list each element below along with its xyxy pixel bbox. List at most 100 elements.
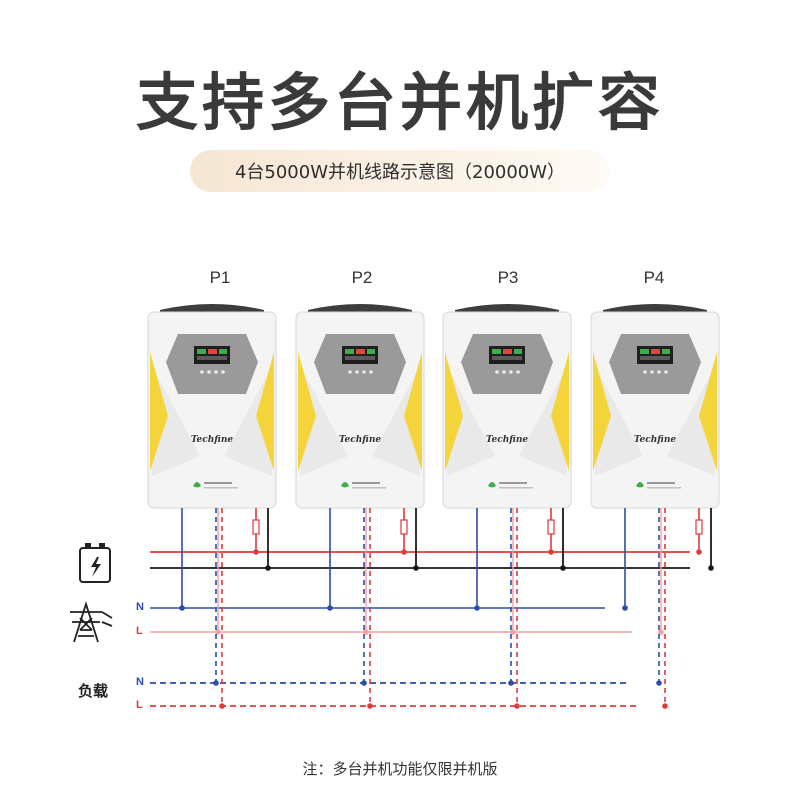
panel-button [355,370,359,374]
unit-label-p3: P3 [497,268,519,287]
bolt [91,557,101,577]
junction-dot [708,565,714,571]
junction-dot [622,605,628,611]
junction-dot [656,680,662,686]
label-strip [204,487,238,489]
grid-n-label: N [136,601,144,613]
inverter-facet [300,366,348,476]
yellow-accent-left [593,352,611,471]
load-label: 负载 [78,682,109,700]
inverter-p1: Techfine [147,304,277,509]
junction-dot [367,703,373,709]
inverter-p2: Techfine [295,304,425,509]
junction-dot [548,549,554,555]
panel-button [207,370,211,374]
lcd-segment [197,356,227,360]
junction-dot [253,549,259,555]
lcd-segment [345,349,354,354]
lcd-segment [640,356,670,360]
leaf-icon [193,482,201,488]
inverter-facet [152,366,200,476]
yellow-accent-right [699,352,717,471]
subtitle-pill: 4台5000W并机线路示意图（20000W） [190,150,610,192]
lcd-screen [342,346,378,364]
yellow-accent-left [298,352,316,471]
label-strip [204,482,232,484]
lcd-segment [662,349,670,354]
label-strip [499,487,533,489]
junction-dot [696,549,702,555]
lcd-segment [345,356,375,360]
junction-dot [401,549,407,555]
label-strip [352,487,386,489]
tower-bracing [79,617,93,631]
junction-dot [213,680,219,686]
junction-dot [219,703,225,709]
unit-label-p1: P1 [209,268,231,287]
junction-dot [510,629,516,635]
junction-dot [508,680,514,686]
junction-dot [265,565,271,571]
panel-button [214,370,218,374]
battery-body [79,547,111,583]
fuse [547,519,555,535]
junction-dot [361,680,367,686]
brand-logo: Techfine [339,435,382,445]
inverter-facet [595,366,643,476]
yellow-accent-right [404,352,422,471]
leaf-icon [488,482,496,488]
lcd-segment [651,349,660,354]
tower-wires [101,611,113,627]
lcd-segment [492,349,501,354]
junction-dot [179,605,185,611]
battery-icon [79,543,111,583]
load-n-label: N [136,676,144,688]
leaf-icon [341,482,349,488]
brand-logo: Techfine [191,435,234,445]
lcd-segment [197,349,206,354]
junction-dot [215,629,221,635]
junction-dot [474,605,480,611]
yellow-accent-right [551,352,569,471]
lcd-segment [492,356,522,360]
battery-terminal [99,543,105,548]
lcd-segment [367,349,375,354]
inverter-facet [447,366,495,476]
junction-dot [662,703,668,709]
tower-crossbars [70,611,102,637]
leaf-icon [636,482,644,488]
lcd-segment [356,349,365,354]
panel-button [509,370,513,374]
load-l-label: L [136,699,143,711]
junction-dot [560,565,566,571]
panel-button [221,370,225,374]
yellow-accent-right [256,352,274,471]
panel-button [502,370,506,374]
lcd-screen [194,346,230,364]
page-title: 支持多台并机扩容 [135,66,664,139]
lcd-segment [503,349,512,354]
label-strip [647,482,675,484]
lcd-screen [637,346,673,364]
inverter-p3: Techfine [442,304,572,509]
panel-button [362,370,366,374]
junction-dot [658,629,664,635]
inverter-p4: Techfine [590,304,720,509]
panel-button [369,370,373,374]
unit-label-p4: P4 [643,268,665,287]
label-strip [352,482,380,484]
yellow-accent-left [150,352,168,471]
brand-logo: Techfine [486,435,529,445]
junction-dot [413,565,419,571]
fuse [252,519,260,535]
brand-logo: Techfine [634,435,677,445]
panel-button [200,370,204,374]
inverter-facet [372,366,420,476]
label-strip [499,482,527,484]
subtitle: 4台5000W并机线路示意图（20000W） [234,162,566,183]
grid-l-label: L [136,625,143,637]
tower-legs [73,601,99,643]
fuse [695,519,703,535]
panel-button [664,370,668,374]
